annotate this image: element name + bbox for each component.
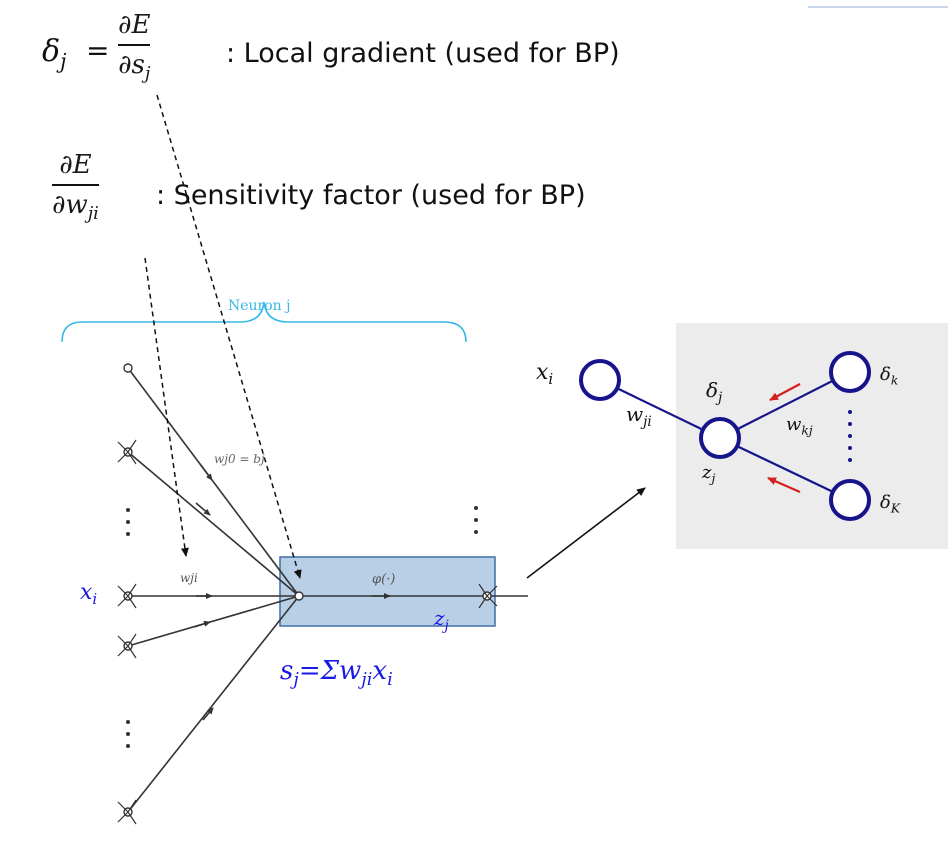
delta-j-symbol: δj [42, 34, 67, 74]
sensitivity-description: : Sensitivity factor (used for BP) [156, 180, 586, 211]
weight-wji-label: wji [180, 571, 198, 585]
activation-label: φ(·) [372, 572, 396, 587]
bias-input-node [123, 363, 133, 373]
inset-delta-K-label: δK [880, 492, 900, 516]
fanout-arrows [117, 439, 498, 825]
input-line-2 [127, 451, 300, 597]
sum-formula: sj=Σwjixi [280, 656, 393, 691]
red-arrow-lower [767, 476, 801, 494]
inset-zj-label: zj [702, 462, 716, 486]
fraction-bar [52, 184, 99, 186]
input-line-4 [127, 595, 300, 647]
sensitivity-denominator: ∂wji [52, 190, 99, 225]
inset-node-k [829, 351, 871, 393]
inset-node-xi [579, 359, 621, 401]
arrow-to-inset [526, 487, 646, 579]
local-gradient-denominator: ∂sj [118, 50, 151, 85]
sensitivity-fraction: ∂E ∂wji [52, 150, 99, 229]
input-xi-label: xi [80, 580, 98, 609]
inset-node-j [699, 417, 741, 459]
inset-wji-label: wji [626, 402, 652, 430]
inset-ellipsis-icon [848, 410, 852, 462]
output-zj-label: zj [434, 606, 449, 634]
input-line-last [127, 595, 300, 813]
inset-wkj-label: wkj [786, 414, 813, 438]
red-arrow-upper [769, 383, 801, 401]
equals-sign: = [86, 34, 110, 67]
summing-node [294, 591, 304, 601]
local-gradient-fraction: ∂E ∂sj [118, 10, 151, 89]
inset-delta-j-label: δj [706, 378, 723, 406]
neuron-highlight-box [279, 556, 496, 627]
sensitivity-numerator: ∂E [59, 150, 92, 180]
neuron-brace-label: Neuron j [228, 298, 291, 314]
bias-weight-label: wj0 = bj [214, 452, 265, 466]
local-gradient-description: : Local gradient (used for BP) [226, 38, 620, 69]
inset-delta-k-label: δk [880, 364, 899, 388]
dashed-arrow-sum [156, 94, 302, 579]
bias-input-line [127, 367, 300, 597]
slide-corner-tab [808, 0, 948, 8]
vertical-ellipsis-icons [126, 506, 478, 748]
neuron-brace [61, 301, 467, 343]
local-gradient-numerator: ∂E [118, 10, 151, 40]
inset-node-K [829, 479, 871, 521]
fraction-bar [118, 44, 151, 46]
inset-xi-label: xi [536, 360, 554, 389]
